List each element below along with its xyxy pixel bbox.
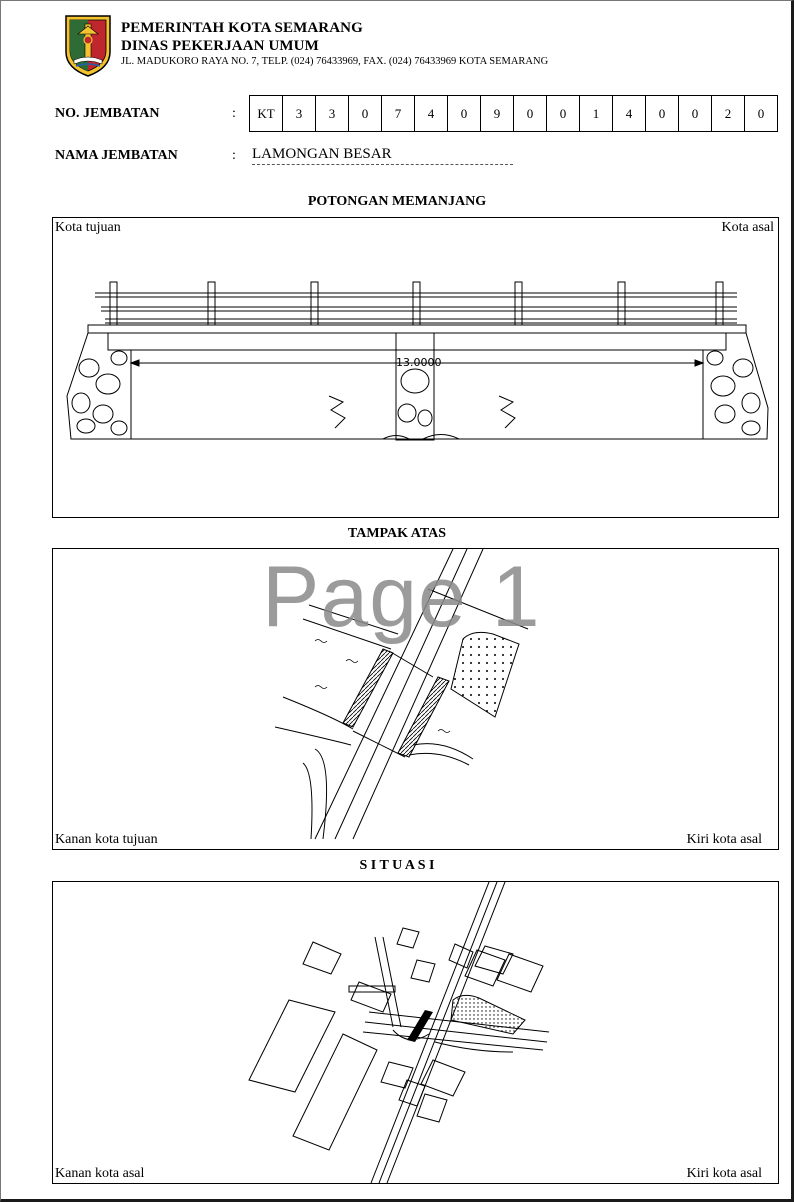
bridge-number-digit: 7: [381, 96, 414, 131]
situation-left-label: Kanan kota asal: [55, 1166, 145, 1181]
bridge-number-digit: 0: [447, 96, 480, 131]
section-title-situation: S I T U A S I: [359, 858, 435, 873]
longitudinal-right-label: Kota asal: [721, 220, 774, 235]
top-view-left-label: Kanan kota tujuan: [55, 832, 158, 847]
page-watermark: Page 1: [262, 549, 541, 645]
longitudinal-section-panel: 13.0000 Kota tujuan Kota asal: [52, 217, 779, 518]
bridge-number-digit: KT: [257, 105, 275, 121]
org-name-line2: DINAS PEKERJAAN UMUM: [121, 38, 319, 54]
top-view-right-label: Kiri kota asal: [686, 832, 762, 847]
bridge-number-digit: 0: [546, 96, 579, 131]
bridge-number-digit: 3: [315, 96, 348, 131]
bridge-number-digit: 1: [579, 96, 612, 131]
section-title-longitudinal: POTONGAN MEMANJANG: [307, 194, 487, 209]
bridge-number-digit: 3: [282, 96, 315, 131]
bridge-number-digit: 2: [711, 96, 744, 131]
top-view-panel: Kanan kota tujuan Kiri kota asal: [52, 548, 779, 850]
bridge-name-colon: :: [232, 148, 236, 163]
bridge-name-label: NAMA JEMBATAN: [55, 148, 178, 163]
bridge-number-digit: 0: [348, 96, 381, 131]
org-address: JL. MADUKORO RAYA NO. 7, TELP. (024) 764…: [121, 56, 549, 67]
bridge-number-digit: 4: [612, 96, 645, 131]
longitudinal-left-label: Kota tujuan: [55, 220, 121, 235]
bridge-number-colon: :: [232, 106, 236, 121]
top-view-drawing: [274, 549, 529, 840]
bridge-number-digit: 0: [678, 96, 711, 131]
bridge-number-digit: 9: [480, 96, 513, 131]
city-emblem-icon: [65, 15, 111, 77]
bridge-name-value: LAMONGAN BESAR: [252, 146, 513, 165]
org-name-line1: PEMERINTAH KOTA SEMARANG: [121, 20, 363, 36]
bridge-number-digit: 0: [645, 96, 678, 131]
situation-right-label: Kiri kota asal: [686, 1166, 762, 1181]
bridge-number-digit: 0: [744, 96, 777, 131]
span-dimension-label: 13.0000: [396, 356, 442, 369]
longitudinal-section-drawing: 13.0000: [66, 281, 769, 441]
situation-drawing: [248, 882, 550, 1183]
bridge-number-digit: 4: [414, 96, 447, 131]
bridge-number-digit: 0: [513, 96, 546, 131]
section-title-top-view: TAMPAK ATAS: [347, 526, 447, 541]
bridge-number-boxes: KT 3 3 0 7 4 0 9 0 0 1 4 0 0 2 0: [249, 95, 778, 132]
situation-panel: Kanan kota asal Kiri kota asal: [52, 881, 779, 1184]
bridge-number-label: NO. JEMBATAN: [55, 106, 160, 121]
